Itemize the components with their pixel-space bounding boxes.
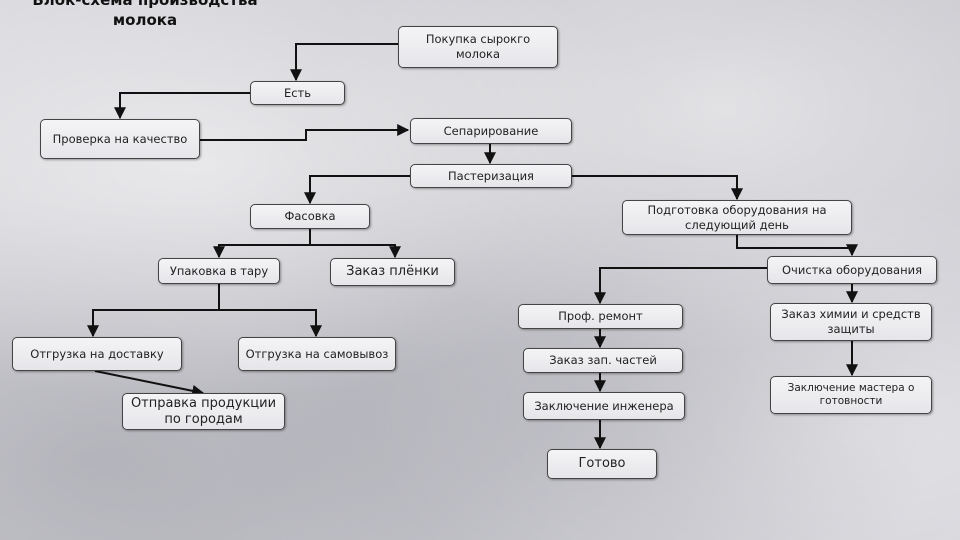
node-otgruzka-samovyvoz: Отгрузка на самовывоз — [238, 337, 396, 371]
node-gotovo: Готово — [547, 449, 657, 479]
node-zaklyuchenie-mastera: Заключение мастера о готовности — [770, 376, 932, 414]
node-fasovka: Фасовка — [250, 204, 370, 229]
node-ochistka: Очистка оборудования — [767, 256, 937, 284]
node-zakaz-plenki: Заказ плёнки — [330, 258, 455, 286]
node-zaklyuchenie-inzhenera: Заключение инженера — [523, 392, 685, 420]
link-podgotovka-prof — [594, 267, 767, 305]
node-otgruzka-dostavka: Отгрузка на доставку — [12, 337, 182, 371]
node-zakaz-zap: Заказ зап. частей — [523, 348, 683, 373]
link-upakovka-samovyvoz — [219, 309, 322, 338]
node-est: Есть — [250, 81, 345, 105]
link-fasovka-plenka — [310, 244, 401, 259]
link-proverka-separ — [200, 124, 410, 141]
node-proverka: Проверка на качество — [40, 119, 200, 159]
link-podgotovka-ochistka — [736, 235, 858, 257]
node-otpravka: Отправка продукции по городам — [122, 393, 285, 430]
node-upakovka: Упаковка в тару — [158, 258, 280, 284]
link-upakovka-dostavka — [87, 284, 220, 338]
diagram-title: Блок-схема производства молока — [32, 0, 258, 29]
link-paster-fasovka — [304, 175, 410, 205]
link-dostavka-otpravka — [94, 370, 205, 397]
node-separirovanie: Сепарирование — [410, 118, 572, 144]
node-zakaz-himii: Заказ химии и средств защиты — [770, 303, 932, 341]
link-fasovka-upakovka — [213, 229, 311, 259]
node-pasterizaciya: Пастеризация — [410, 164, 572, 188]
node-pokupka: Покупка сырокго молока — [398, 26, 558, 68]
link-est-proverka — [114, 92, 250, 120]
link-pokupka-est — [290, 43, 398, 82]
node-podgotovka: Подготовка оборудования на следующий ден… — [622, 200, 852, 235]
node-prof-remont: Проф. ремонт — [518, 304, 683, 329]
link-paster-podgotovka — [572, 175, 743, 201]
